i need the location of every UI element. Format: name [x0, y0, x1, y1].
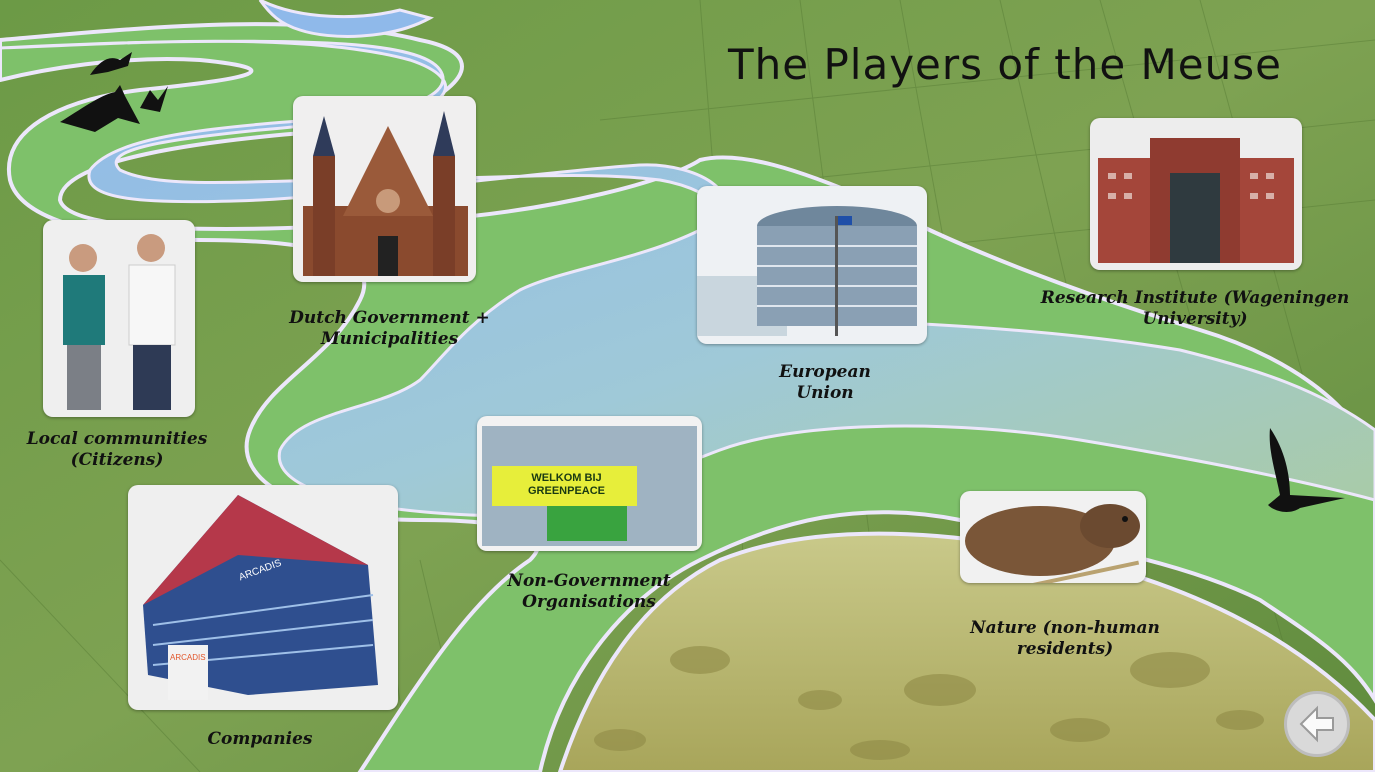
beaver-image[interactable]	[960, 491, 1146, 583]
bird-icon	[1268, 428, 1345, 512]
arcadis-sign-text: ARCADIS	[170, 653, 206, 662]
meuse-river	[0, 39, 1375, 517]
bird-flock-icon	[60, 52, 168, 132]
label-research-institute[interactable]: Research Institute (Wageningen Universit…	[1040, 288, 1350, 329]
back-button[interactable]	[1284, 691, 1350, 757]
european-parliament-image[interactable]	[697, 186, 927, 344]
government-building-image[interactable]	[293, 96, 476, 282]
citizens-image[interactable]	[43, 220, 195, 417]
wageningen-university-image[interactable]	[1090, 118, 1302, 270]
label-companies[interactable]: Companies	[207, 729, 313, 749]
page-title: The Players of the Meuse	[728, 40, 1282, 89]
label-government[interactable]: Dutch Government + Municipalities	[289, 308, 490, 349]
label-ngo[interactable]: Non-Government Organisations	[507, 571, 671, 612]
river-bed	[557, 531, 1375, 772]
back-arrow-icon	[1299, 705, 1334, 743]
stones	[594, 646, 1264, 760]
greenpeace-image[interactable]: WELKOM BIJ GREENPEACE	[477, 416, 702, 551]
label-nature[interactable]: Nature (non-human residents)	[970, 618, 1160, 659]
greenpeace-banner: WELKOM BIJ GREENPEACE	[527, 472, 606, 497]
label-european-union[interactable]: European Union	[779, 362, 871, 403]
label-citizens[interactable]: Local communities (Citizens)	[26, 429, 208, 470]
arcadis-office-image[interactable]: ARCADIS ARCADIS	[128, 485, 398, 710]
